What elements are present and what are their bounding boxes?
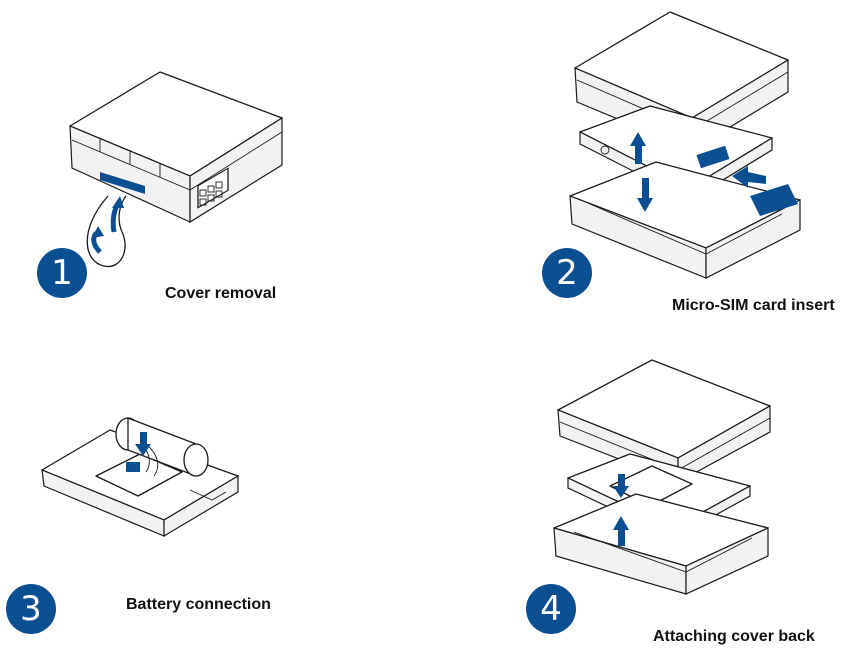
step-caption: Attaching cover back [653, 628, 815, 645]
step-caption: Micro-SIM card insert [672, 297, 835, 314]
step-4-illustration [430, 350, 861, 595]
step-badge: 4 [526, 584, 576, 634]
step-caption: Battery connection [126, 596, 271, 613]
device-closed-drawing [69, 71, 283, 267]
step-2-illustration [430, 0, 861, 320]
step-badge: 2 [542, 248, 592, 298]
device-reassembly-drawing [553, 359, 771, 595]
step-badge: 1 [37, 248, 87, 298]
step-badge: 3 [6, 584, 56, 634]
step-caption: Cover removal [165, 285, 277, 302]
pcb-battery-drawing [41, 417, 239, 538]
step-1-illustration [0, 0, 430, 320]
device-exploded-sim-drawing [569, 11, 801, 279]
step-3-illustration [0, 360, 430, 560]
